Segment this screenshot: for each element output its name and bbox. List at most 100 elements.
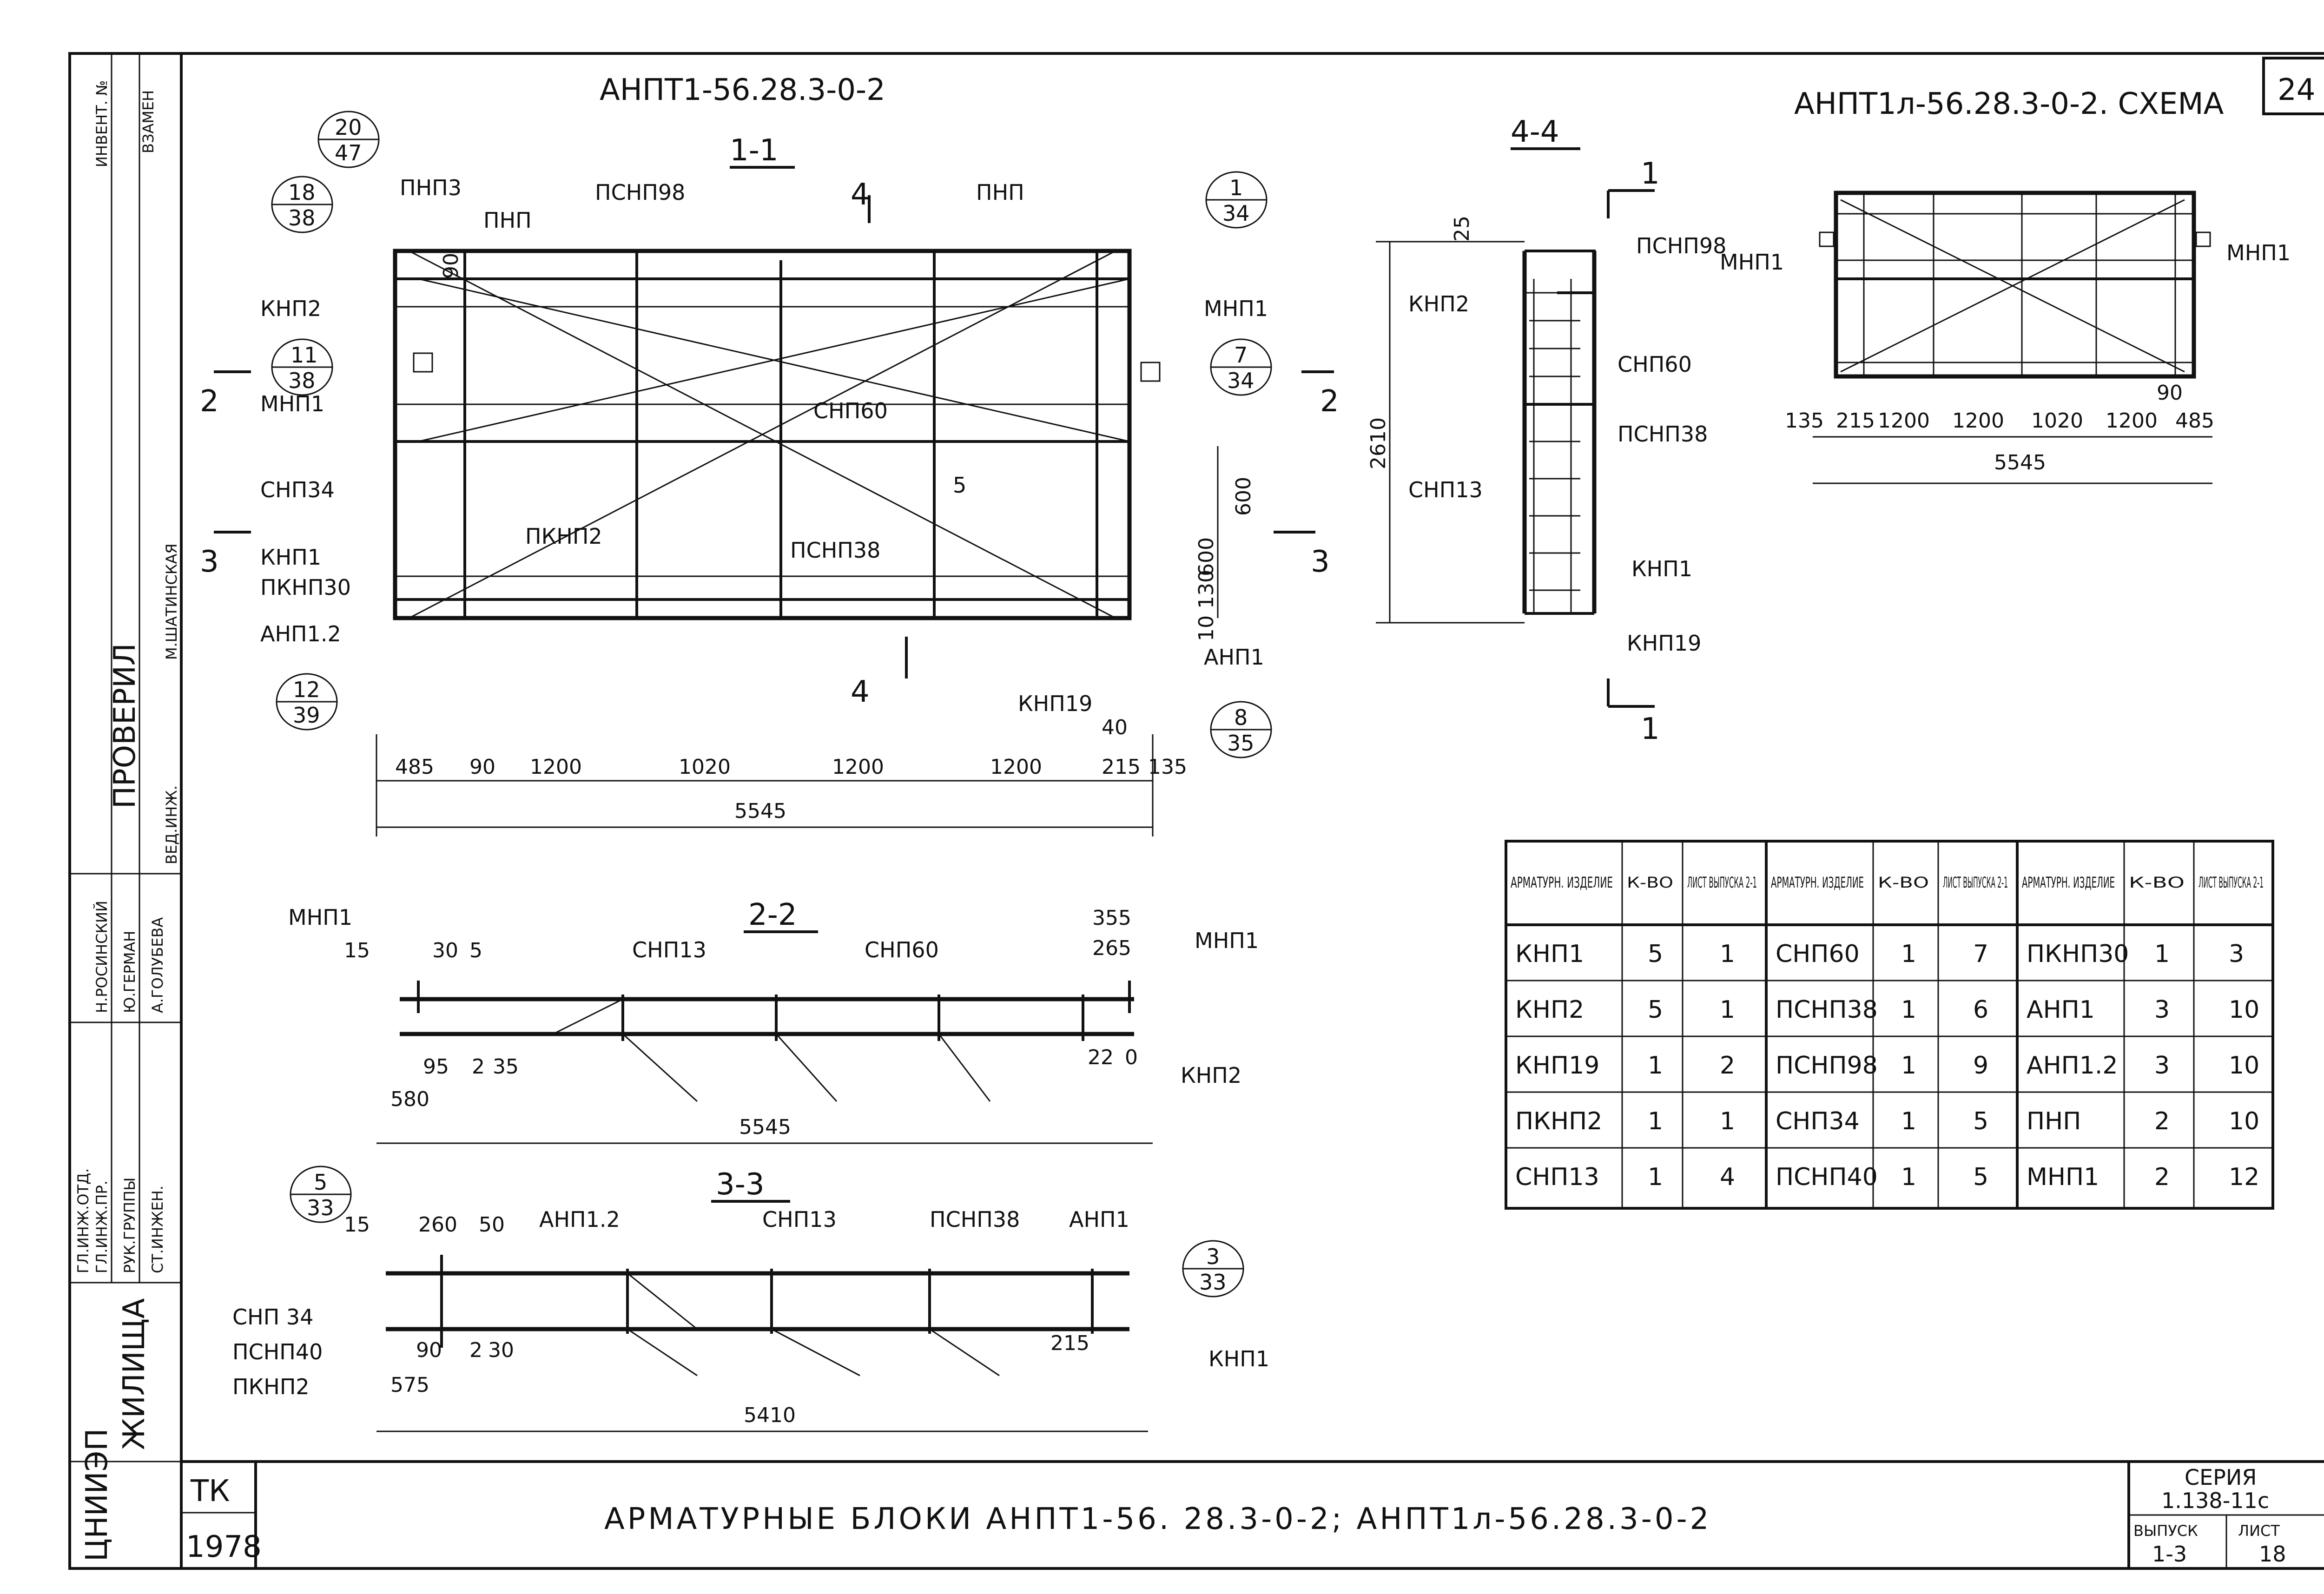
s4-label-psnp98: ПСНП98 xyxy=(1636,233,1726,258)
spec-cell-0-8: 3 xyxy=(2229,940,2244,968)
s4-cut-1-bottom: 1 xyxy=(1641,712,1660,746)
s1-dim-right-1: 600 xyxy=(1195,537,1218,576)
s4-label-snp13: СНП13 xyxy=(1408,477,1483,502)
spec-cell-0-6: ПКНП30 xyxy=(2027,940,2129,968)
scheme-dim-1: 215 xyxy=(1836,409,1875,433)
org-logo: ЦНИИЭП xyxy=(80,1429,114,1561)
s3-label-pknp2: ПКНП2 xyxy=(232,1374,310,1399)
sheet-number: 24 xyxy=(2278,73,2315,107)
s3-dim-3: 90 xyxy=(416,1338,442,1362)
s2-dim-5: 35 xyxy=(493,1055,519,1079)
spec-header-qty-1: К-ВО xyxy=(1878,874,1929,891)
section-3-3: 3-3 АНП1.2 СНП13 ПСНП38 АНП1 СНП 34 ПСНП… xyxy=(232,1166,1269,1432)
s1-label-snp60: СНП60 xyxy=(813,398,888,423)
spec-cell-2-2: 2 xyxy=(1720,1052,1735,1080)
spec-header-sheet-0: ЛИСТ ВЫПУСКА 2-1 xyxy=(1687,874,1757,891)
svg-text:33: 33 xyxy=(1199,1270,1227,1295)
inv-label: ИНВЕНТ. № xyxy=(93,80,111,167)
section-1-title: 1-1 xyxy=(730,133,779,168)
replace-label: ВЗАМЕН xyxy=(139,90,157,153)
stamp-role-0: ГЛ.ИНЖ.ОТД. xyxy=(74,1168,92,1273)
spec-cell-4-4: 1 xyxy=(1901,1163,1916,1191)
svg-text:34: 34 xyxy=(1222,201,1250,226)
stamp-name-0: Н.РОСИНСКИЙ xyxy=(93,901,111,1013)
svg-text:1: 1 xyxy=(1229,175,1243,200)
s2-dim-0: 15 xyxy=(344,939,370,962)
spec-cell-3-8: 10 xyxy=(2229,1107,2259,1135)
s1-label-knp19: КНП19 xyxy=(1018,691,1092,716)
s3-dim-1: 260 xyxy=(418,1213,457,1237)
stamp-role-3: СТ.ИНЖЕН. xyxy=(149,1186,166,1273)
s1-label-pnp-b: ПНП xyxy=(976,180,1024,205)
s3-dim-total: 5410 xyxy=(744,1403,796,1427)
s2-dim-8: 265 xyxy=(1092,936,1131,960)
spec-cell-4-5: 5 xyxy=(1973,1163,1988,1191)
series-value: 1.138-11с xyxy=(2161,1488,2269,1513)
s1-callout-1: 18 38 xyxy=(271,176,333,233)
s1-cut-2-right: 2 xyxy=(1320,384,1339,419)
s2-dim-1: 30 xyxy=(432,939,458,962)
spec-cell-4-7: 2 xyxy=(2154,1163,2170,1191)
s1-dim-7: 215 xyxy=(1102,755,1141,779)
s4-label-psnp38: ПСНП38 xyxy=(1618,422,1708,447)
s3-label-anp12: АНП1.2 xyxy=(539,1207,620,1232)
s1-label-anp12: АНП1.2 xyxy=(260,621,341,646)
bottom-title: АРМАТУРНЫЕ БЛОКИ АНПТ1-56. 28.3-0-2; АНП… xyxy=(604,1502,1711,1536)
s1-callout-3: 11 38 xyxy=(271,338,333,396)
s2-label-mnp1-right: МНП1 xyxy=(1195,928,1259,953)
s1-label-snp34: СНП34 xyxy=(260,477,335,502)
s4-label-knp19: КНП19 xyxy=(1627,631,1701,656)
svg-text:7: 7 xyxy=(1234,343,1248,368)
spec-table: АРМАТУРН. ИЗДЕЛИЕ К-ВО ЛИСТ ВЫПУСКА 2-1 АРМ… xyxy=(1505,840,2274,1210)
s1-label-pnp: ПНП xyxy=(483,208,532,233)
spec-header-item-0: АРМАТУРН. ИЗДЕЛИЕ xyxy=(1511,874,1613,891)
checked-label: ПРОВЕРИЛ xyxy=(108,643,142,809)
spec-cell-2-5: 9 xyxy=(1973,1052,1988,1080)
s1-dim-6: 40 xyxy=(1102,716,1128,739)
tk-year: 1978 xyxy=(186,1530,262,1564)
s1-dim-5: 1200 xyxy=(990,755,1042,779)
title-right: АНПТ1л-56.28.3-0-2. СХЕМА xyxy=(1794,87,2224,121)
svg-text:34: 34 xyxy=(1227,368,1254,393)
spec-header-sheet-2: ЛИСТ ВЫПУСКА 2-1 xyxy=(2199,874,2264,891)
spec-header-item-2: АРМАТУРН. ИЗДЕЛИЕ xyxy=(2022,874,2115,891)
s4-label-knp1: КНП1 xyxy=(1631,556,1692,581)
section-1-1: 1-1 ПНП3 ПНП ПСНП98 ПНП МНП1 КНП2 МНП1 С… xyxy=(200,111,1339,837)
spec-cell-4-3: ПСНП40 xyxy=(1776,1163,1878,1191)
spec-cell-0-2: 1 xyxy=(1720,940,1735,968)
spec-cell-1-4: 1 xyxy=(1901,996,1916,1024)
s2-dim-total: 5545 xyxy=(739,1115,791,1139)
s1-label-mnp1-right: МНП1 xyxy=(1204,296,1268,321)
s2-dim-10: 0 xyxy=(1125,1046,1138,1069)
s1-label-psnp38: ПСНП38 xyxy=(790,538,880,563)
spec-header-qty-0: К-ВО xyxy=(1627,874,1673,891)
spec-cell-3-1: 1 xyxy=(1648,1107,1663,1135)
title-left: АНПТ1-56.28.3-0-2 xyxy=(600,73,885,107)
spec-cell-1-0: КНП2 xyxy=(1515,996,1584,1024)
s1-dim-1: 90 xyxy=(469,755,495,779)
s1-label-knp2: КНП2 xyxy=(260,296,321,321)
s3-label-snp13: СНП13 xyxy=(762,1207,837,1232)
s4-label-snp60: СНП60 xyxy=(1618,352,1692,377)
spec-cell-1-2: 1 xyxy=(1720,996,1735,1024)
s2-dim-6: 580 xyxy=(390,1087,429,1111)
spec-cell-2-8: 10 xyxy=(2229,1052,2259,1080)
svg-text:39: 39 xyxy=(293,703,320,728)
spec-cell-1-3: ПСНП38 xyxy=(1776,996,1878,1024)
s2-dim-9: 22 xyxy=(1088,1046,1114,1069)
spec-cell-1-5: 6 xyxy=(1973,996,1988,1024)
s4-label-knp2: КНП2 xyxy=(1408,291,1469,316)
s3-dim-4: 2 xyxy=(469,1338,482,1362)
s3-label-psnp38: ПСНП38 xyxy=(930,1207,1020,1232)
s3-label-knp1: КНП1 xyxy=(1208,1346,1269,1371)
s1-label-pnp3: ПНП3 xyxy=(400,175,462,200)
spec-cell-2-3: ПСНП98 xyxy=(1776,1052,1878,1080)
spec-cell-2-4: 1 xyxy=(1901,1052,1916,1080)
stamp-name-1: Ю.ГЕРМАН xyxy=(121,931,139,1013)
spec-cell-3-0: ПКНП2 xyxy=(1515,1107,1602,1135)
s1-dim-2: 1200 xyxy=(530,755,582,779)
issue-label: ВЫПУСК xyxy=(2133,1522,2198,1540)
svg-text:11: 11 xyxy=(290,343,318,368)
s1-callout-4: 7 34 xyxy=(1210,338,1272,396)
svg-text:8: 8 xyxy=(1234,705,1248,730)
